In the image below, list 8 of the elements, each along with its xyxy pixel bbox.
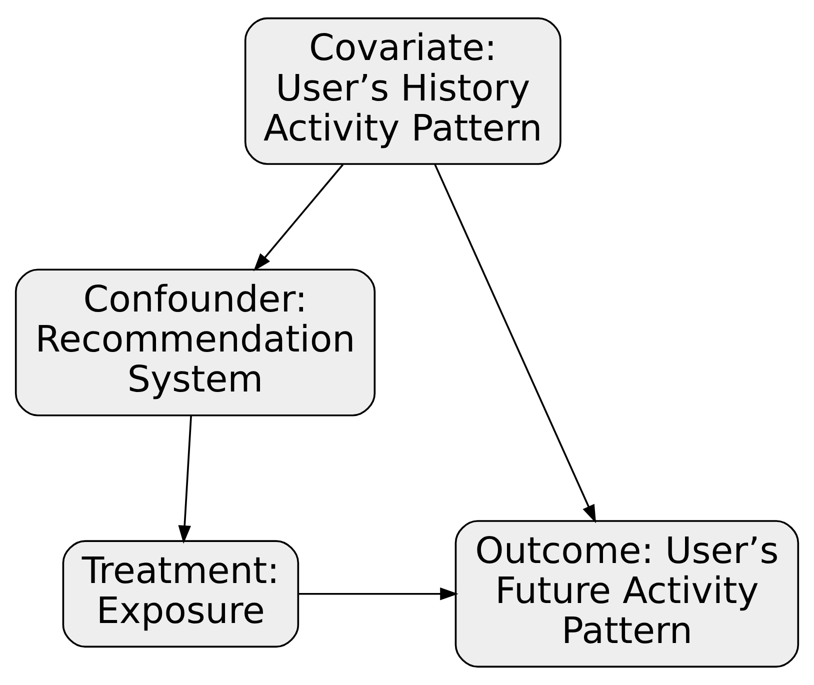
arrow (253, 164, 344, 272)
node-box: Outcome: User’s Future Activity Pattern (454, 520, 800, 668)
arrow (298, 587, 458, 600)
arrow (434, 164, 596, 524)
arrow (178, 416, 192, 544)
node-box: Confounder: Recommendation System (14, 268, 376, 416)
node-box: Treatment: Exposure (62, 540, 300, 648)
node-box: Covariate: User’s History Activity Pattern (244, 17, 562, 165)
